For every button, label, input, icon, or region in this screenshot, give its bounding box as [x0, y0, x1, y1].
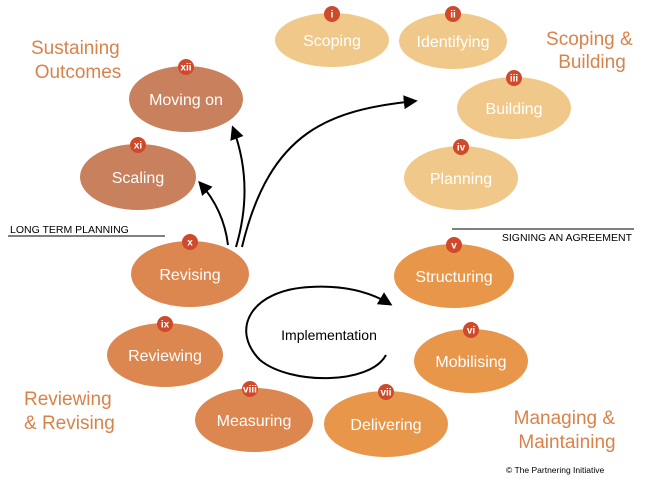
stage-mobilising: Mobilising vi [414, 322, 528, 393]
stage-label: Revising [159, 267, 220, 284]
stage-ellipse [394, 244, 514, 308]
phase-reviewing-revising-line1: Reviewing [24, 389, 112, 410]
arrow-to-building-phase [241, 95, 418, 248]
phase-scoping-building-line1: Scoping & [546, 29, 633, 50]
phase-scoping-building-line2: Building [558, 52, 626, 73]
stage-number-badge [324, 6, 340, 22]
stage-ellipse [80, 144, 196, 210]
stage-identifying: Identifying ii [399, 6, 507, 69]
stage-revising: Revising x [131, 234, 249, 307]
stage-ellipse [195, 388, 313, 452]
stage-number-badge [446, 237, 462, 253]
stage-number-badge [178, 59, 194, 75]
stage-label: Mobilising [435, 354, 506, 371]
stage-ellipse [457, 77, 571, 139]
stage-label: Structuring [415, 269, 492, 286]
stage-label: Reviewing [128, 348, 202, 365]
phase-managing-maintaining-line1: Managing & [514, 408, 616, 429]
stage-label: Planning [430, 171, 492, 188]
stage-number: v [451, 241, 457, 252]
stage-scoping: Scoping i [275, 6, 389, 67]
stage-ellipse [107, 323, 223, 387]
stage-number: vi [467, 326, 476, 337]
stage-ellipse [131, 241, 249, 307]
stage-number: x [187, 238, 193, 249]
stage-number: i [331, 10, 334, 21]
stage-building: Building iii [457, 70, 571, 139]
stage-number: xi [134, 141, 143, 152]
stage-number-badge [182, 234, 198, 250]
stage-number: viii [243, 385, 257, 396]
stage-planning: Planning iv [404, 139, 518, 210]
phase-sustaining-outcomes-line2: Outcomes [35, 62, 122, 83]
stage-number-badge [445, 6, 461, 22]
copyright-credit: © The Partnering Initiative [506, 465, 605, 475]
stage-number-badge [130, 137, 146, 153]
stage-measuring: Measuring viii [195, 381, 313, 452]
stage-ellipse [275, 13, 389, 67]
phase-reviewing-revising: Reviewing & Revising [24, 389, 117, 434]
stage-number: vii [380, 388, 391, 399]
arrow-to-scaling [198, 180, 229, 246]
stage-number-badge [242, 381, 258, 397]
stage-number-badge [453, 139, 469, 155]
flow-arrows [198, 95, 418, 380]
implementation-loop-arrow [245, 285, 393, 380]
signing-agreement-label: SIGNING AN AGREEMENT [502, 232, 633, 244]
stage-scaling: Scaling xi [80, 137, 196, 210]
stage-ellipse [324, 391, 448, 457]
implementation-label: Implementation [281, 327, 377, 343]
stage-label: Scoping [303, 33, 361, 50]
phase-sustaining-outcomes: Sustaining Outcomes [31, 38, 125, 83]
stage-ellipse [129, 66, 243, 132]
stage-number-badge [157, 316, 173, 332]
stage-number-badge [378, 384, 394, 400]
arrow-to-moving-on [230, 125, 246, 248]
phase-managing-maintaining-line2: Maintaining [518, 432, 615, 453]
stage-number: iii [510, 74, 519, 85]
stage-ellipse [414, 329, 528, 393]
stage-moving-on: Moving on xii [129, 59, 243, 132]
stage-label: Delivering [350, 417, 421, 434]
stage-ellipse [399, 13, 507, 69]
stage-label: Measuring [217, 413, 292, 430]
phase-scoping-building: Scoping & Building [546, 29, 638, 73]
stage-number-badge [463, 322, 479, 338]
stage-ellipse [404, 146, 518, 210]
stage-label: Moving on [149, 92, 223, 109]
stage-number: ix [161, 320, 170, 331]
phase-managing-maintaining: Managing & Maintaining [514, 408, 621, 453]
stage-label: Building [486, 101, 543, 118]
stage-number: ii [450, 10, 456, 21]
long-term-planning-label: LONG TERM PLANNING [10, 224, 129, 236]
phase-sustaining-outcomes-line1: Sustaining [31, 38, 120, 59]
stage-number-badge [506, 70, 522, 86]
stage-label: Scaling [112, 170, 164, 187]
stage-number: xii [180, 63, 191, 74]
phase-reviewing-revising-line2: & Revising [24, 413, 115, 434]
stage-reviewing: Reviewing ix [107, 316, 223, 387]
stage-delivering: Delivering vii [324, 384, 448, 457]
stage-label: Identifying [417, 34, 490, 51]
stage-number: iv [457, 143, 466, 154]
stage-structuring: Structuring v [394, 237, 514, 308]
